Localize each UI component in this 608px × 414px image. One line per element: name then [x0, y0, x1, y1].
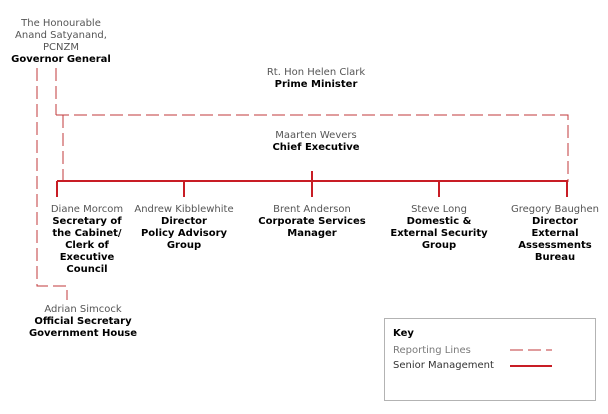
secretary-cabinet-name: Diane Morcom: [50, 204, 124, 215]
reporting-line-pm-frame: [56, 114, 569, 182]
corporate-services-box: Brent Anderson Corporate Services Manage…: [254, 204, 370, 240]
governor-general-name: The Honourable Anand Satyanand, PCNZM: [15, 18, 107, 53]
legend-senior-management-label: Senior Management: [393, 360, 494, 371]
prime-minister-name: Rt. Hon Helen Clark: [266, 67, 366, 78]
corporate-services-title: Corporate Services Manager: [258, 216, 366, 239]
official-secretary-title: Official Secretary Government House: [28, 316, 138, 339]
governor-general-box: The Honourable Anand Satyanand, PCNZM Go…: [0, 18, 122, 66]
corporate-services-name: Brent Anderson: [273, 204, 351, 215]
reporting-line-gg-outer: [36, 68, 68, 300]
security-intelligence-box: Steve Long Domestic & External Security …: [384, 204, 494, 252]
chief-executive-box: Maarten Wevers Chief Executive: [248, 130, 384, 154]
policy-advisory-name: Andrew Kibblewhite: [134, 204, 234, 215]
official-secretary-box: Adrian Simcock Official Secretary Govern…: [22, 304, 144, 340]
prime-minister-title: Prime Minister: [274, 79, 358, 90]
legend-box: Key Reporting Lines Senior Management: [384, 318, 596, 401]
legend-reporting-lines-label: Reporting Lines: [393, 345, 471, 356]
prime-minister-box: Rt. Hon Helen Clark Prime Minister: [246, 67, 386, 91]
policy-advisory-title: Director Policy Advisory Group: [140, 216, 228, 251]
governor-general-title: Governor General: [11, 54, 111, 65]
security-intelligence-name: Steve Long: [411, 204, 467, 215]
chief-executive-title: Chief Executive: [272, 142, 360, 153]
official-secretary-name: Adrian Simcock: [44, 304, 122, 315]
external-assessments-title: Director External Assessments Bureau: [518, 216, 592, 263]
secretary-cabinet-box: Diane Morcom Secretary of the Cabinet/ C…: [32, 204, 142, 276]
chief-executive-name: Maarten Wevers: [275, 130, 357, 141]
external-assessments-box: Gregory Baughen Director External Assess…: [502, 204, 608, 264]
legend-title: Key: [393, 328, 414, 339]
secretary-cabinet-title: Secretary of the Cabinet/ Clerk of Execu…: [52, 216, 122, 275]
policy-advisory-box: Andrew Kibblewhite Director Policy Advis…: [129, 204, 239, 252]
external-assessments-name: Gregory Baughen: [511, 204, 599, 215]
security-intelligence-title: Domestic & External Security Group: [390, 216, 488, 251]
